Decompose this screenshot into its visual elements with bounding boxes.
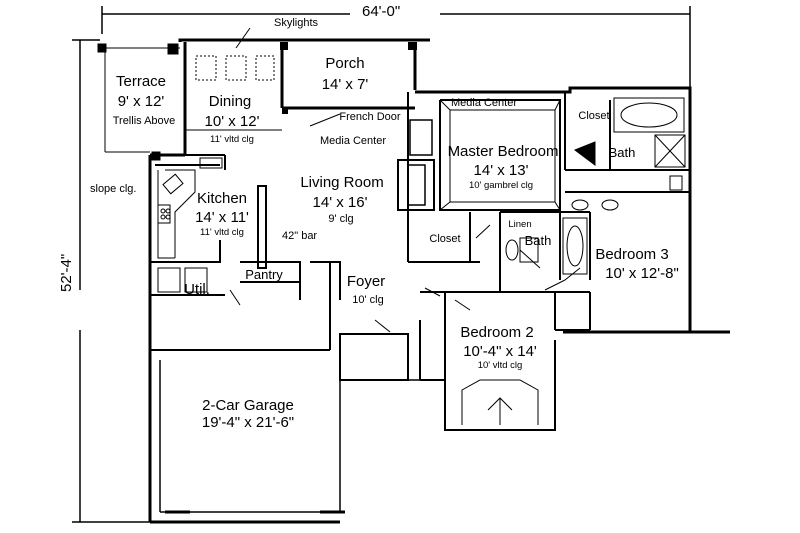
pantry-name: Pantry <box>245 267 283 282</box>
bedroom3-name: Bedroom 3 <box>595 246 669 263</box>
terrace-note: Trellis Above <box>112 115 176 127</box>
dining-ceiling: 11' vltd clg <box>210 134 254 145</box>
living-name: Living Room <box>300 174 384 191</box>
foyer-ceiling: 10' clg <box>352 294 384 306</box>
hall-bath-fixtures <box>505 217 588 275</box>
living-ceiling: 9' clg <box>328 213 354 225</box>
master-ceiling: 10' gambrel clg <box>468 180 534 191</box>
skylights-label: Skylights <box>273 17 319 29</box>
fireplace <box>408 119 433 206</box>
master-bath-fixtures <box>571 97 686 211</box>
hall-bath-label: Bath <box>524 233 552 248</box>
garage-name: 2-Car Garage <box>202 397 294 414</box>
french-door-label: French Door <box>339 111 401 123</box>
kitchen-ceiling: 11' vltd clg <box>200 227 244 238</box>
dining-size: 10' x 12' <box>204 113 260 130</box>
slope-clg-label: slope clg. <box>90 183 137 195</box>
bar-label: 42" bar <box>282 230 318 242</box>
width-dimension: 64'-0" <box>362 3 401 20</box>
bedroom2-vault <box>461 379 539 425</box>
porch-name: Porch <box>325 55 365 72</box>
kitchen-name: Kitchen <box>196 190 248 207</box>
door-swings <box>229 113 581 333</box>
bedroom2-name: Bedroom 2 <box>460 324 534 341</box>
depth-dimension: 52'-4" <box>58 253 75 292</box>
media-center-label-1: Media Center <box>450 97 518 109</box>
bedroom3-size: 10' x 12'-8" <box>605 265 679 282</box>
master-name: Master Bedroom <box>447 143 559 160</box>
bedroom2-size: 10'-4" x 14' <box>463 343 537 360</box>
dimension-lines <box>72 6 691 523</box>
master-size: 14' x 13' <box>473 162 529 179</box>
interior-walls <box>150 92 690 431</box>
terrace-size: 9' x 12' <box>117 93 165 110</box>
media-center-label-2: Media Center <box>319 135 387 147</box>
garage-walls <box>159 360 420 514</box>
util-name: Util. <box>184 281 210 298</box>
gambrel-ceiling <box>439 99 561 211</box>
garage-size: 19'-4" x 21'-6" <box>201 414 295 431</box>
closet-label: Closet <box>429 233 461 245</box>
dining-name: Dining <box>208 93 252 110</box>
kitchen-size: 14' x 11' <box>195 209 249 226</box>
skylights <box>195 27 275 81</box>
bedroom2-ceiling: 10' vltd clg <box>477 360 523 371</box>
living-size: 14' x 16' <box>312 194 368 211</box>
foyer-name: Foyer <box>346 273 386 290</box>
master-closet-label: Closet <box>578 110 610 122</box>
terrace-name: Terrace <box>115 73 167 90</box>
linen-label: Linen <box>508 219 532 230</box>
porch-size: 14' x 7' <box>321 76 369 93</box>
kitchen-fixtures <box>157 157 223 293</box>
master-bath-label: Bath <box>608 145 636 160</box>
porch-posts <box>280 42 417 114</box>
